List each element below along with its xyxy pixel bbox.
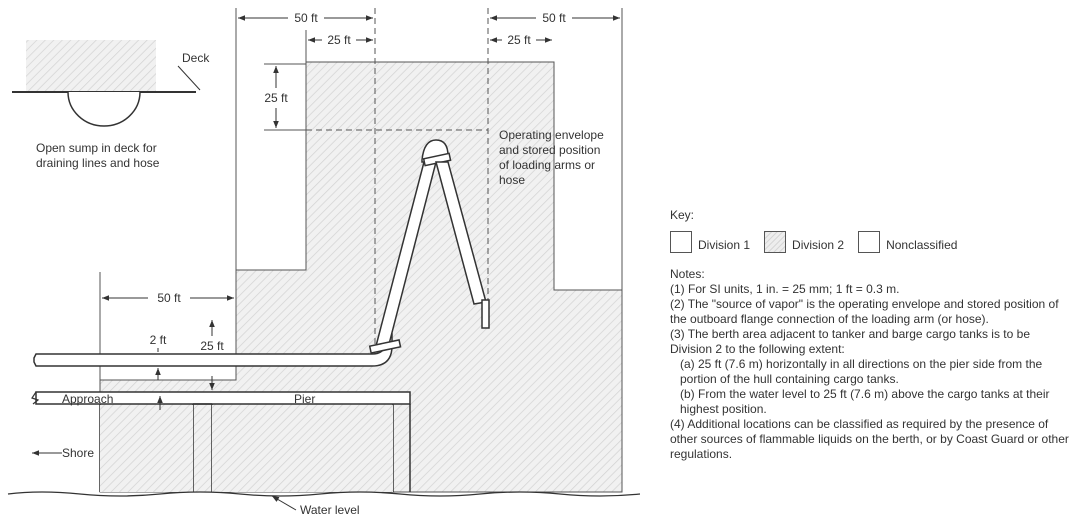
label-water-level: Water level [300, 503, 360, 517]
swatch-division-2 [764, 231, 787, 253]
classification-diagram: 50 ft 25 ft 50 ft 25 ft 25 ft 50 ft 2 ft… [7, 8, 641, 517]
pier-deck [35, 391, 411, 405]
key-title: Key: [670, 208, 695, 222]
legend-panel: Key: Division 1 Division 2 Nonclassified… [670, 208, 1070, 462]
swatch-division-1 [670, 231, 692, 253]
dim-pipe-2: 2 ft [150, 333, 167, 347]
label-approach: Approach [62, 392, 113, 406]
note-3a: (a) 25 ft (7.6 m) horizontally in all di… [680, 357, 1043, 386]
dim-left-50: 50 ft [157, 291, 181, 305]
label-envelope-4: hose [499, 173, 525, 187]
sump-hatch-area [26, 40, 156, 92]
sump-shape [67, 91, 141, 127]
label-envelope-2: and stored position [499, 143, 600, 157]
key-item-division-2: Division 2 [764, 231, 844, 253]
label-envelope-3: of loading arms or [499, 158, 595, 172]
label-deck: Deck [182, 51, 210, 65]
label-envelope-1: Operating envelope [499, 128, 604, 142]
note-3: (3) The berth area adjacent to tanker an… [670, 327, 1030, 356]
label-shore: Shore [62, 446, 94, 460]
dim-top-left-25: 25 ft [327, 33, 351, 47]
dim-top-right-25: 25 ft [507, 33, 531, 47]
dim-top-right-50: 50 ft [542, 11, 566, 25]
key-label-nonclassified: Nonclassified [886, 238, 958, 252]
key-row: Division 1 Division 2 Nonclassified [670, 231, 1070, 253]
key-label-division-1: Division 1 [698, 238, 751, 252]
label-sump-2: draining lines and hose [36, 156, 160, 170]
notes-title: Notes: [670, 267, 705, 281]
note-2: (2) The "source of vapor" is the operati… [670, 297, 1059, 326]
note-3b: (b) From the water level to 25 ft (7.6 m… [680, 387, 1050, 416]
dim-vertical-25: 25 ft [264, 91, 288, 105]
dim-pipe-25: 25 ft [200, 339, 224, 353]
key-item-division-1: Division 1 [670, 231, 750, 253]
water-level-line [7, 491, 641, 497]
key-item-nonclassified: Nonclassified [858, 231, 957, 253]
note-1: (1) For SI units, 1 in. = 25 mm; 1 ft = … [670, 282, 900, 296]
dim-top-left-50: 50 ft [294, 11, 318, 25]
label-sump-1: Open sump in deck for [36, 141, 157, 155]
key-label-division-2: Division 2 [792, 238, 845, 252]
label-pier: Pier [294, 392, 315, 406]
note-4: (4) Additional locations can be classifi… [670, 417, 1069, 461]
swatch-nonclassified [858, 231, 881, 253]
